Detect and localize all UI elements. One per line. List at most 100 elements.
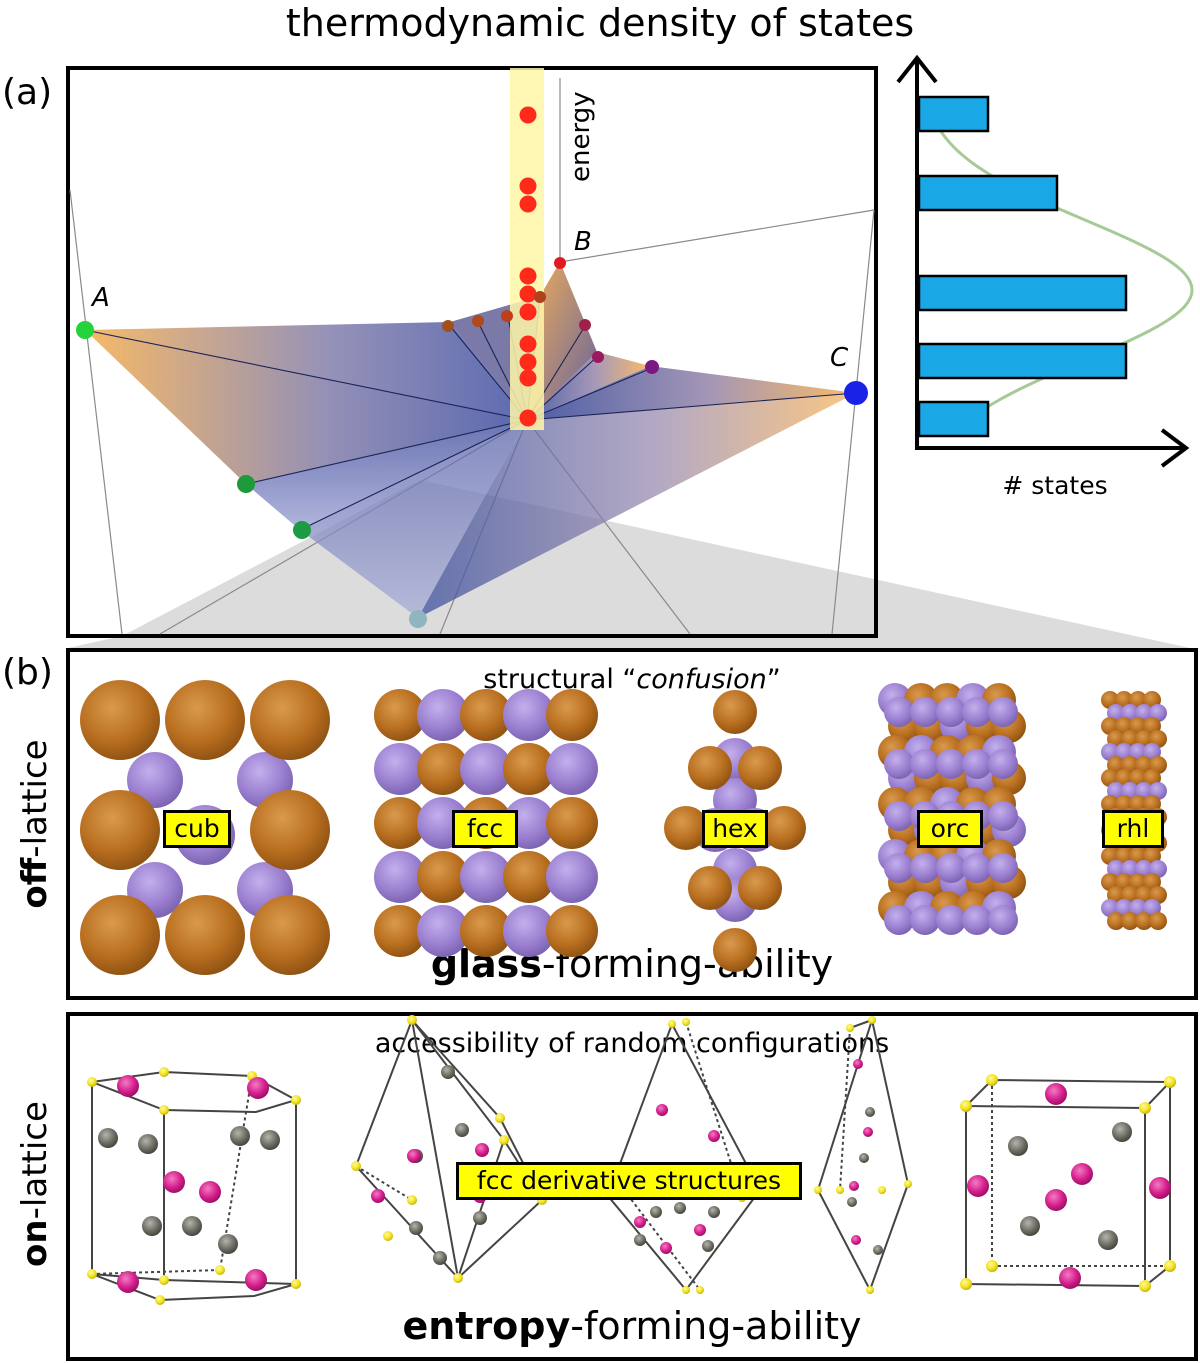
purple-atom (988, 697, 1018, 727)
purple-atom (910, 697, 940, 727)
y-axis-arrow-icon (896, 54, 938, 84)
orange-atom (80, 895, 160, 975)
purple-atom (460, 743, 512, 795)
histogram-bar (917, 400, 990, 438)
yellow-atom (87, 1077, 97, 1087)
yellow-atom (407, 1195, 417, 1205)
gray-atom (409, 1221, 423, 1235)
gray-atom (1098, 1230, 1118, 1250)
magenta-atom (656, 1104, 668, 1116)
magenta-atom (475, 1143, 489, 1157)
gray-atom (230, 1126, 250, 1146)
panel-b-label: (b) (2, 652, 53, 693)
magenta-atom (853, 1059, 863, 1069)
yellow-atom (499, 1135, 509, 1145)
orange-atom (546, 797, 598, 849)
gray-atom (260, 1130, 280, 1150)
purple-atom (884, 749, 914, 779)
orange-atom (546, 905, 598, 957)
magenta-atom (407, 1149, 421, 1163)
purple-atom (374, 743, 426, 795)
panel-a-frame (66, 66, 878, 638)
magenta-atom (1071, 1163, 1093, 1185)
gray-atom (1112, 1122, 1132, 1142)
yellow-atom (351, 1161, 361, 1171)
vertex-c-label: C (830, 343, 849, 373)
magenta-atom (634, 1216, 646, 1228)
purple-atom (546, 743, 598, 795)
gray-atom (142, 1216, 162, 1236)
yellow-atom (846, 1024, 854, 1032)
orange-atom (503, 743, 555, 795)
magenta-atom (163, 1171, 185, 1193)
vertex-a-label: A (90, 283, 110, 313)
yellow-atom (87, 1269, 97, 1279)
magenta-atom (660, 1242, 672, 1254)
yellow-atom (682, 1018, 690, 1026)
magenta-atom (371, 1189, 385, 1203)
yellow-atom (1164, 1260, 1176, 1272)
yellow-atom (960, 1278, 972, 1290)
magenta-atom (1149, 1177, 1171, 1199)
orange-atom (738, 746, 782, 790)
gray-atom (702, 1240, 714, 1252)
magenta-atom (245, 1269, 267, 1291)
tag-cub: cub (163, 810, 231, 848)
yellow-atom (682, 1286, 690, 1294)
purple-atom (936, 853, 966, 883)
purple-atom (374, 851, 426, 903)
gray-atom (1020, 1216, 1040, 1236)
orange-atom (417, 743, 469, 795)
yellow-atom (1139, 1280, 1151, 1292)
yellow-atom (696, 1286, 704, 1294)
orange-atom (1121, 912, 1139, 930)
yellow-atom (878, 1186, 886, 1194)
orange-atom (460, 905, 512, 957)
magenta-atom (247, 1077, 269, 1099)
energy-axis-label: energy (566, 91, 596, 182)
yellow-atom (1164, 1076, 1176, 1088)
purple-atom (936, 905, 966, 935)
yellow-atom (155, 1295, 165, 1305)
orange-atom (738, 866, 782, 910)
orange-atom (374, 905, 426, 957)
yellow-atom (453, 1273, 463, 1283)
gray-atom (650, 1206, 662, 1218)
gray-atom (674, 1202, 686, 1214)
purple-atom (127, 752, 183, 808)
orange-atom (503, 851, 555, 903)
magenta-atom (1045, 1189, 1067, 1211)
purple-atom (417, 905, 469, 957)
gray-atom (473, 1211, 487, 1225)
yellow-atom (904, 1180, 912, 1188)
magenta-atom (863, 1127, 873, 1137)
on-structure-3 (606, 1021, 762, 1292)
orange-atom (1135, 912, 1153, 930)
yellow-atom (866, 1286, 874, 1294)
purple-atom (910, 853, 940, 883)
yellow-atom (407, 1015, 417, 1025)
yellow-atom (495, 1113, 505, 1123)
purple-atom (884, 697, 914, 727)
orange-atom (688, 866, 732, 910)
tag-hex: hex (702, 810, 768, 848)
magenta-atom (117, 1075, 139, 1097)
purple-atom (503, 905, 555, 957)
tag-fcc: fcc (452, 810, 518, 848)
orange-atom (80, 790, 160, 870)
on-structure-2 (354, 1016, 544, 1280)
orange-atom (713, 690, 757, 734)
histogram-xlabel: # states (1002, 471, 1107, 500)
on-lattice-box (66, 1012, 1198, 1361)
magenta-atom (117, 1271, 139, 1293)
yellow-atom (383, 1231, 393, 1241)
yellow-atom (986, 1074, 998, 1086)
gray-atom (865, 1107, 875, 1117)
gray-atom (98, 1128, 118, 1148)
entropy-forming-ability-label: entropy-forming-ability (402, 1304, 862, 1348)
on-structure-1 (91, 1070, 299, 1302)
off-lattice-box (66, 648, 1198, 1000)
gray-atom (847, 1197, 857, 1207)
